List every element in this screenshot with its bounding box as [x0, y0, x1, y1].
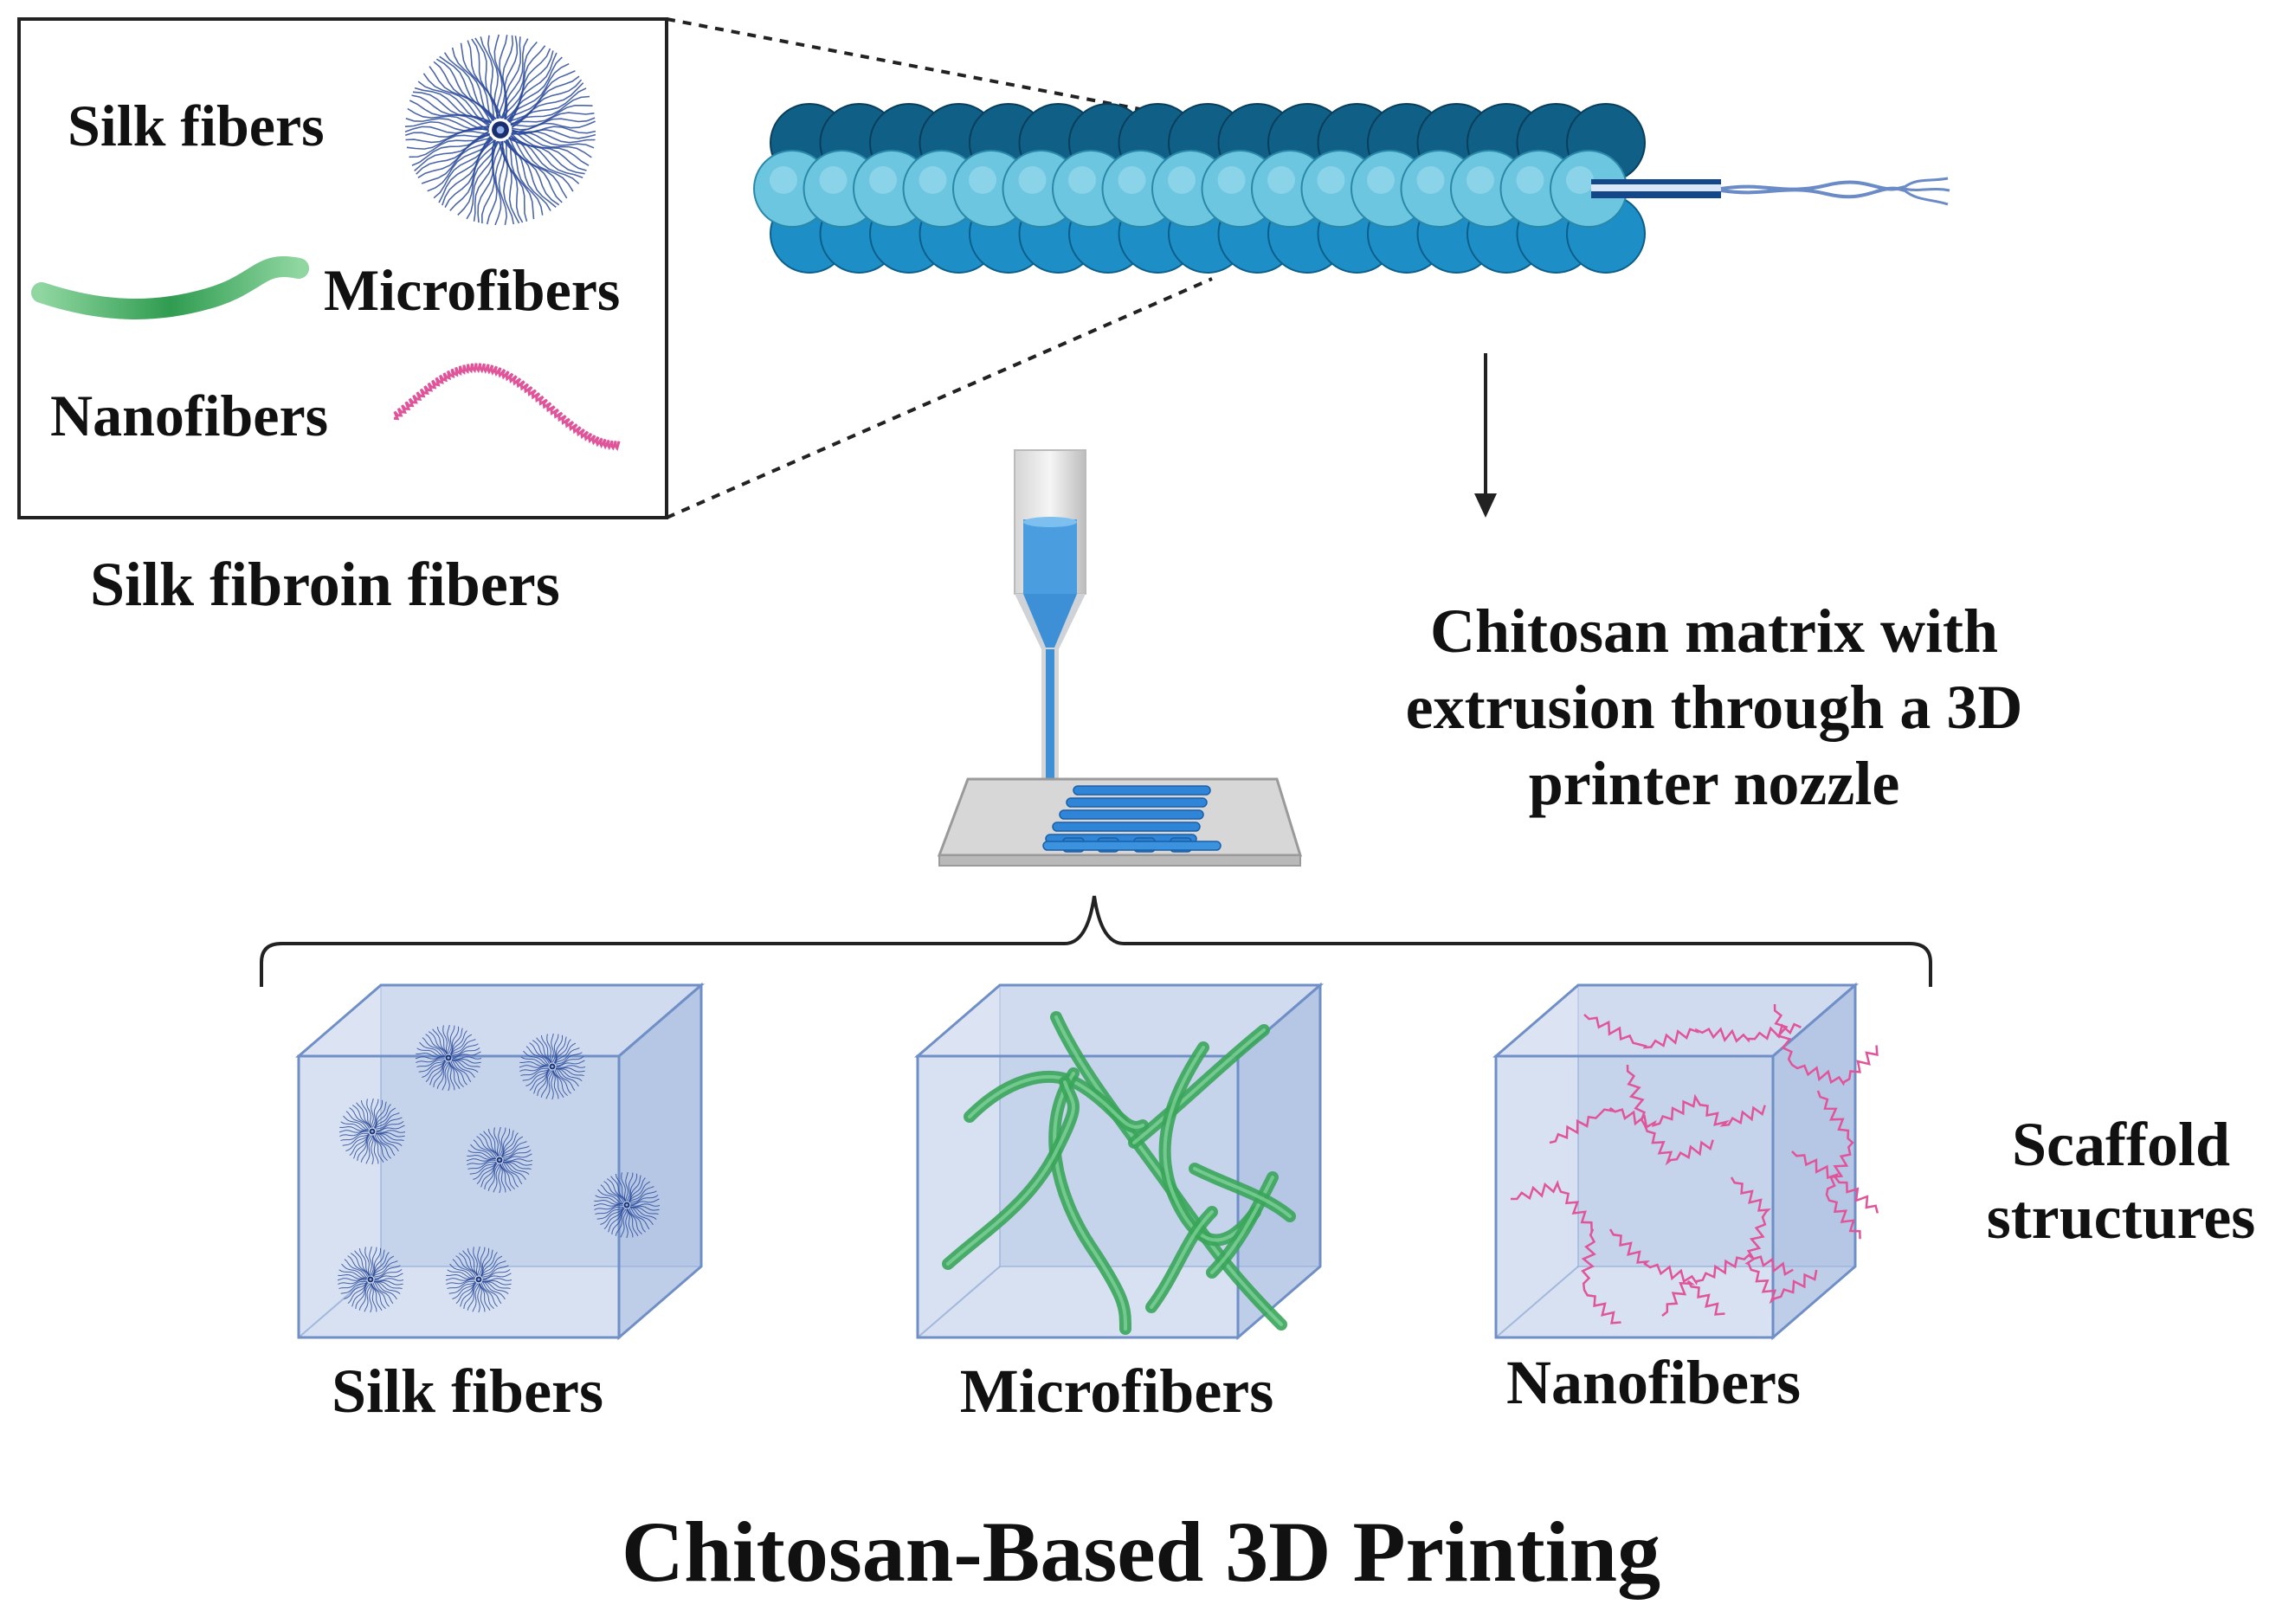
process-caption-line-1: Chitosan matrix with: [1429, 596, 1998, 666]
scaffold-label-microfibers: Microfibers: [959, 1357, 1274, 1426]
legend-microfiber-icon: [31, 255, 309, 319]
nanofiber-7: [1608, 1228, 1794, 1286]
scaffold-brace: [260, 895, 1932, 987]
scaffold-cube-microfibers: [913, 982, 1325, 1341]
nanofiber-6: [1510, 1179, 1621, 1324]
legend-silk-fiber-icon: [404, 34, 596, 226]
figure-title: Chitosan-Based 3D Printing: [621, 1504, 1661, 1600]
nanofiber-1: [1583, 1014, 1802, 1049]
silk-fiber-1: [415, 1024, 482, 1092]
silk-fiber-4: [466, 1126, 533, 1194]
fiber-bundle: [753, 103, 1646, 274]
scaffold-cube-nanofibers: [1492, 982, 1879, 1341]
process-arrow-head: [1474, 493, 1497, 518]
silk-fiber-7: [445, 1246, 512, 1313]
legend-silk-burst: [404, 34, 596, 226]
silk-fiber-3: [338, 1098, 406, 1165]
silk-fiber-2: [519, 1033, 586, 1100]
nanofiber-5: [1816, 1090, 1861, 1240]
legend-box: [17, 17, 668, 519]
printer-nozzle: [1014, 449, 1086, 789]
scaffold-label-silk: Silk fibers: [331, 1357, 604, 1426]
nanofiber-8: [1730, 1176, 1818, 1305]
scaffold-side-label-line-2: structures: [1986, 1183, 2256, 1252]
process-caption: Chitosan matrix with extrusion through a…: [1359, 593, 2069, 822]
scaffold-cube-silk: [294, 982, 706, 1341]
silk-fiber-6: [337, 1246, 404, 1313]
fiber-tail: [1591, 177, 1950, 206]
nanofiber-3: [1626, 1064, 1714, 1166]
process-caption-line-3: printer nozzle: [1528, 749, 1900, 818]
legend-label-silk-fibers: Silk fibers: [68, 93, 325, 158]
process-caption-line-2: extrusion through a 3D: [1405, 673, 2023, 742]
legend-nanofiber-icon: [393, 363, 621, 452]
nanofiber-10: [1661, 1279, 1725, 1317]
legend-label-microfibers: Microfibers: [324, 257, 621, 323]
scaffold-side-label-line-1: Scaffold: [2012, 1110, 2230, 1179]
silk-fiber-5: [593, 1171, 661, 1239]
print-bed: [937, 777, 1303, 867]
scaffold-side-label: Scaffold structures: [1974, 1108, 2268, 1253]
zoom-line-bottom: [666, 277, 1213, 519]
scaffold-label-nanofibers: Nanofibers: [1506, 1348, 1801, 1417]
nanofiber-4: [1773, 1003, 1879, 1086]
legend-caption: Silk fibroin fibers: [90, 550, 560, 619]
nanofiber-2: [1549, 1093, 1766, 1144]
legend-label-nanofibers: Nanofibers: [50, 383, 329, 448]
nanofiber-9: [1791, 1150, 1879, 1214]
